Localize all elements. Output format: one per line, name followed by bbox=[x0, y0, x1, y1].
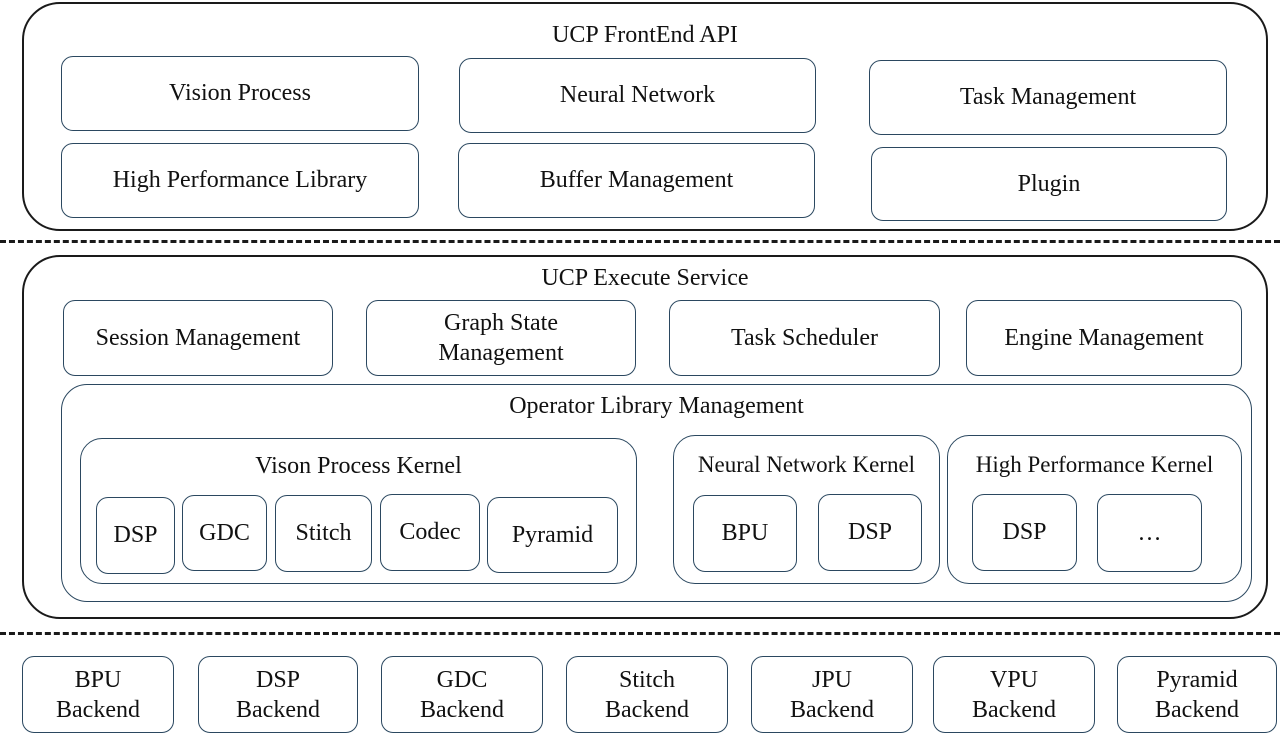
operator-library-title: Operator Library Management bbox=[509, 393, 804, 419]
pyramid-backend-name: Pyramid bbox=[1156, 666, 1238, 693]
vpu-backend: VPU Backend bbox=[933, 656, 1095, 733]
neural-kernel-dsp: DSP bbox=[818, 494, 922, 571]
hp-kernel-dsp: DSP bbox=[972, 494, 1077, 571]
jpu-backend-name: JPU bbox=[811, 666, 853, 693]
hp-kernel-more: … bbox=[1097, 494, 1202, 572]
vision-kernel-gdc: GDC bbox=[182, 495, 267, 571]
task-management-module: Task Management bbox=[869, 60, 1227, 135]
execute-service-title: UCP Execute Service bbox=[541, 265, 749, 291]
layer-divider-bottom bbox=[0, 632, 1280, 635]
gdc-backend: GDC Backend bbox=[381, 656, 543, 733]
vision-kernel-codec: Codec bbox=[380, 494, 480, 571]
dsp-backend: DSP Backend bbox=[198, 656, 358, 733]
neural-kernel-bpu: BPU bbox=[693, 495, 797, 572]
stitch-backend: Stitch Backend bbox=[566, 656, 728, 733]
dsp-backend-suffix: Backend bbox=[236, 696, 320, 723]
stitch-backend-name: Stitch bbox=[618, 666, 675, 693]
jpu-backend-suffix: Backend bbox=[790, 696, 874, 723]
neural-network-module: Neural Network bbox=[459, 58, 816, 133]
engine-management-module: Engine Management bbox=[966, 300, 1242, 376]
neural-kernel-title: Neural Network Kernel bbox=[697, 452, 916, 477]
graph-state-label-line2: Management bbox=[438, 340, 564, 366]
gdc-backend-name: GDC bbox=[436, 666, 488, 693]
graph-state-label-line1: Graph State bbox=[444, 310, 558, 336]
jpu-backend: JPU Backend bbox=[751, 656, 913, 733]
session-management-module: Session Management bbox=[63, 300, 333, 376]
vpu-backend-name: VPU bbox=[989, 666, 1038, 693]
pyramid-backend-suffix: Backend bbox=[1155, 696, 1239, 723]
vision-kernel-pyramid: Pyramid bbox=[487, 497, 618, 573]
high-performance-library-module: High Performance Library bbox=[61, 143, 419, 218]
dsp-backend-name: DSP bbox=[255, 666, 301, 693]
vision-kernel-stitch: Stitch bbox=[275, 495, 372, 572]
bpu-backend: BPU Backend bbox=[22, 656, 174, 733]
stitch-backend-suffix: Backend bbox=[605, 696, 689, 723]
vision-process-module: Vision Process bbox=[61, 56, 419, 131]
bpu-backend-name: BPU bbox=[74, 666, 122, 693]
vision-kernel-dsp: DSP bbox=[96, 497, 175, 574]
hp-kernel-title: High Performance Kernel bbox=[975, 452, 1214, 477]
vision-kernel-title: Vison Process Kernel bbox=[255, 453, 462, 479]
frontend-api-title: UCP FrontEnd API bbox=[552, 22, 738, 48]
graph-state-management-module: Graph State Management bbox=[366, 300, 636, 376]
task-scheduler-module: Task Scheduler bbox=[669, 300, 940, 376]
layer-divider-top bbox=[0, 240, 1280, 243]
plugin-module: Plugin bbox=[871, 147, 1227, 221]
vpu-backend-suffix: Backend bbox=[972, 696, 1056, 723]
gdc-backend-suffix: Backend bbox=[420, 696, 504, 723]
bpu-backend-suffix: Backend bbox=[56, 696, 140, 723]
pyramid-backend: Pyramid Backend bbox=[1117, 656, 1277, 733]
buffer-management-module: Buffer Management bbox=[458, 143, 815, 218]
